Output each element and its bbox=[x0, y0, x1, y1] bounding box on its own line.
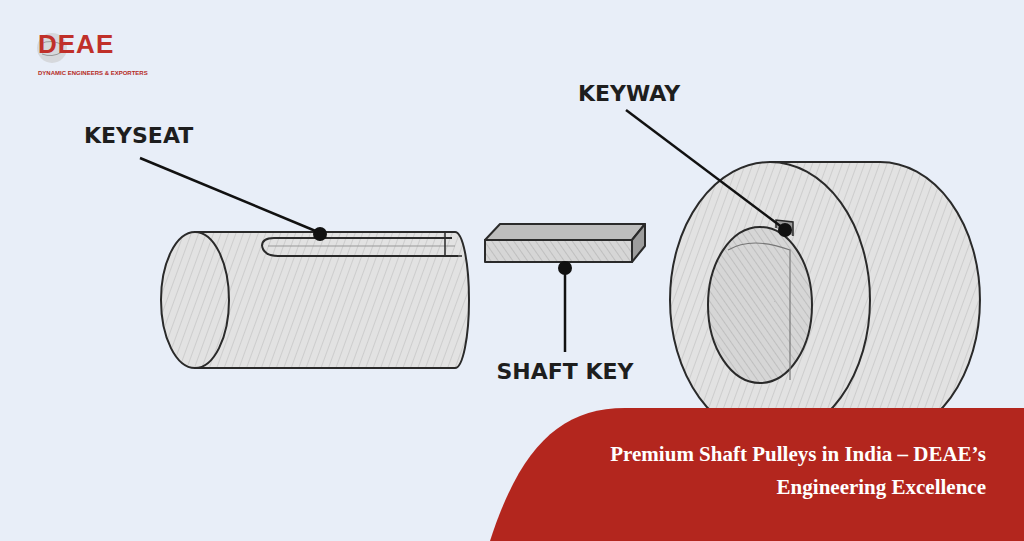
label-holder: DEAE bbox=[38, 30, 114, 59]
part-label: KEYWAY bbox=[578, 82, 680, 106]
banner-fill bbox=[490, 408, 1024, 541]
shaft bbox=[161, 227, 469, 368]
leader-lines bbox=[140, 110, 783, 352]
banner-band: Premium Shaft Pulleys in India – DEAE’s … bbox=[490, 408, 1024, 541]
banner-text: Premium Shaft Pulleys in India – DEAE’s … bbox=[608, 438, 986, 504]
part-label: SHAFT KEY bbox=[497, 360, 634, 384]
pulley-hub bbox=[670, 162, 980, 438]
label-holder: KEYWAY bbox=[578, 82, 680, 106]
logo-subtitle: DYNAMIC ENGINEERS & EXPORTERS bbox=[38, 70, 148, 77]
label-holder: KEYSEAT bbox=[84, 124, 193, 148]
part-label: KEYSEAT bbox=[84, 124, 193, 148]
logo-wordmark: DEAE bbox=[38, 30, 114, 59]
label-holder: SHAFT KEY bbox=[497, 360, 634, 384]
shaft-key bbox=[485, 224, 645, 275]
label-holder: DYNAMIC ENGINEERS & EXPORTERS bbox=[38, 61, 148, 79]
